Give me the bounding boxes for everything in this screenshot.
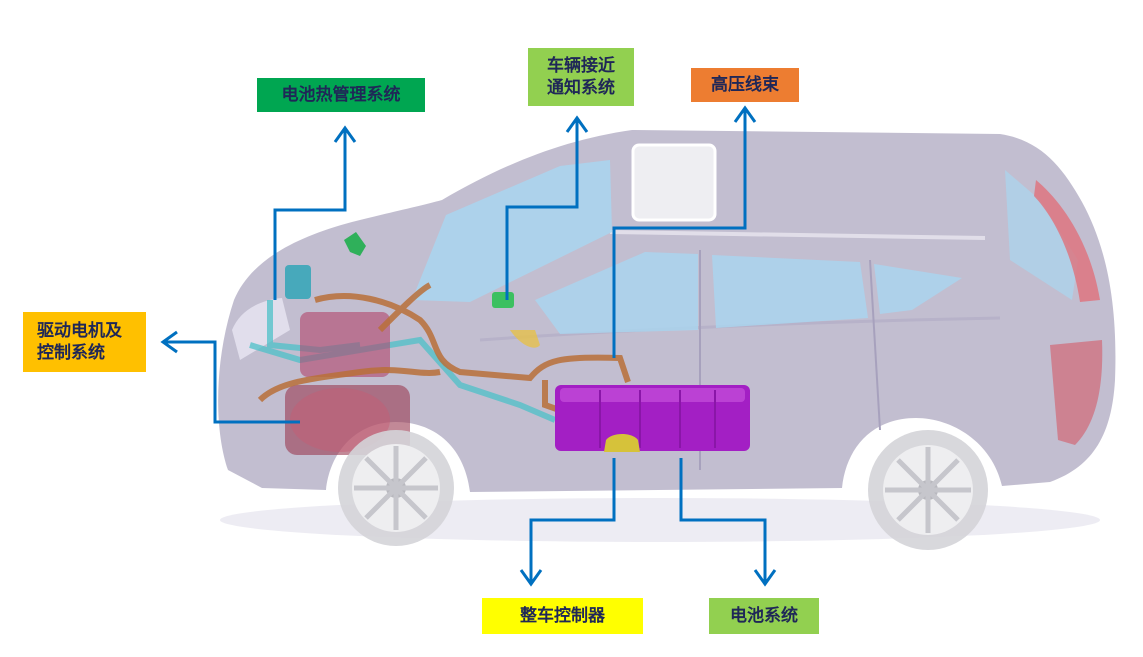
quarter-window [874,264,962,314]
mirror [510,330,540,348]
arrow-hv-harness [612,108,747,358]
battery-system-text: 电池系统 [730,606,798,626]
battery-system-label: 电池系统 [709,598,819,634]
vehicle-approach-text-line1: 车辆接近 [547,56,615,76]
arrow-hv-harness-head [733,105,757,123]
motor-housing [290,388,390,452]
battery-thermal-text: 电池热管理系统 [281,85,401,105]
hv-harness-text: 高压线束 [711,75,779,95]
battery-thermal-label: 电池热管理系统 [257,78,425,112]
vehicle-approach-text-line2: 通知系统 [547,78,615,98]
thermal-component [344,232,366,256]
arrow-motor-control-head [160,330,178,354]
rear-window [1005,170,1078,300]
battery-pack-top [560,388,745,402]
hv-harness-label: 高压线束 [691,68,799,102]
vcu-text: 整车控制器 [520,606,605,626]
arrow-vehicle-approach [505,118,579,300]
arrow-vcu-head [519,569,543,587]
rear-light-lower [1050,340,1103,445]
motor-control-text-line2: 控制系统 [37,343,105,363]
motor-controller [300,312,390,377]
front-side-window [535,252,698,334]
proximity-notifier-unit [492,292,514,308]
roof-rail [609,230,986,240]
sunroof [631,143,717,222]
vehicle-approach-label: 车辆接近 通知系统 [528,48,634,106]
arrow-battery-system [679,458,767,584]
rear-side-window [712,255,868,328]
windshield [412,160,612,302]
arrow-motor-control [163,340,300,424]
rear-wheel [868,430,988,550]
arrow-vehicle-approach-head [565,115,589,133]
coolant-tank [285,265,311,299]
vcu-label: 整车控制器 [482,598,643,634]
arrow-battery-system-head [753,569,777,587]
rear-door-line [869,259,881,431]
front-wheel [338,430,454,546]
vehicle-controller-unit [604,434,640,452]
rear-light-upper [1034,180,1100,302]
arrow-vcu [529,458,616,584]
motor-control-label: 驱动电机及 控制系统 [23,312,146,372]
arrow-battery-thermal-head [333,125,357,143]
headlight [232,298,290,360]
motor-control-text-line1: 驱动电机及 [37,321,122,341]
arrow-battery-thermal [273,128,347,300]
hv-harness [257,282,631,415]
